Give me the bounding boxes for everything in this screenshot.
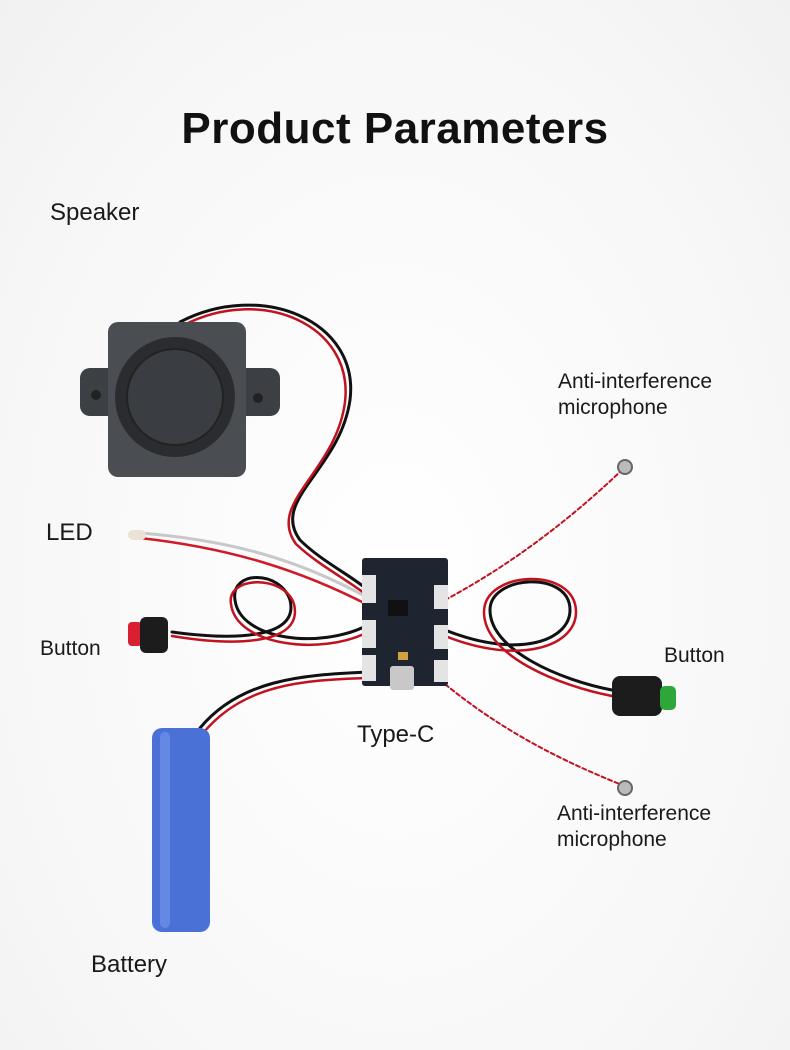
button-left (128, 617, 168, 653)
label-battery: Battery (91, 951, 168, 978)
wires (138, 303, 623, 786)
led (128, 530, 146, 540)
label-mic-bottom-line1: Anti-interference (557, 802, 712, 825)
label-button-right: Button (664, 644, 725, 667)
page-title: Product Parameters (181, 104, 609, 153)
label-mic-top-line2: microphone (558, 396, 668, 419)
label-button-left: Button (40, 637, 101, 660)
circuit-board (362, 558, 448, 690)
label-type-c: Type-C (357, 721, 435, 748)
label-speaker: Speaker (50, 199, 140, 226)
microphone-bottom (617, 780, 633, 796)
label-mic-top: Anti-interference microphone (558, 369, 712, 421)
button-right (612, 676, 676, 716)
label-mic-bottom: Anti-interference microphone (557, 801, 711, 853)
label-led: LED (46, 519, 93, 546)
battery (152, 728, 210, 932)
label-mic-top-line1: Anti-interference (558, 370, 713, 393)
label-mic-bottom-line2: microphone (557, 828, 667, 851)
speaker (80, 322, 280, 477)
microphone-top (617, 459, 633, 475)
